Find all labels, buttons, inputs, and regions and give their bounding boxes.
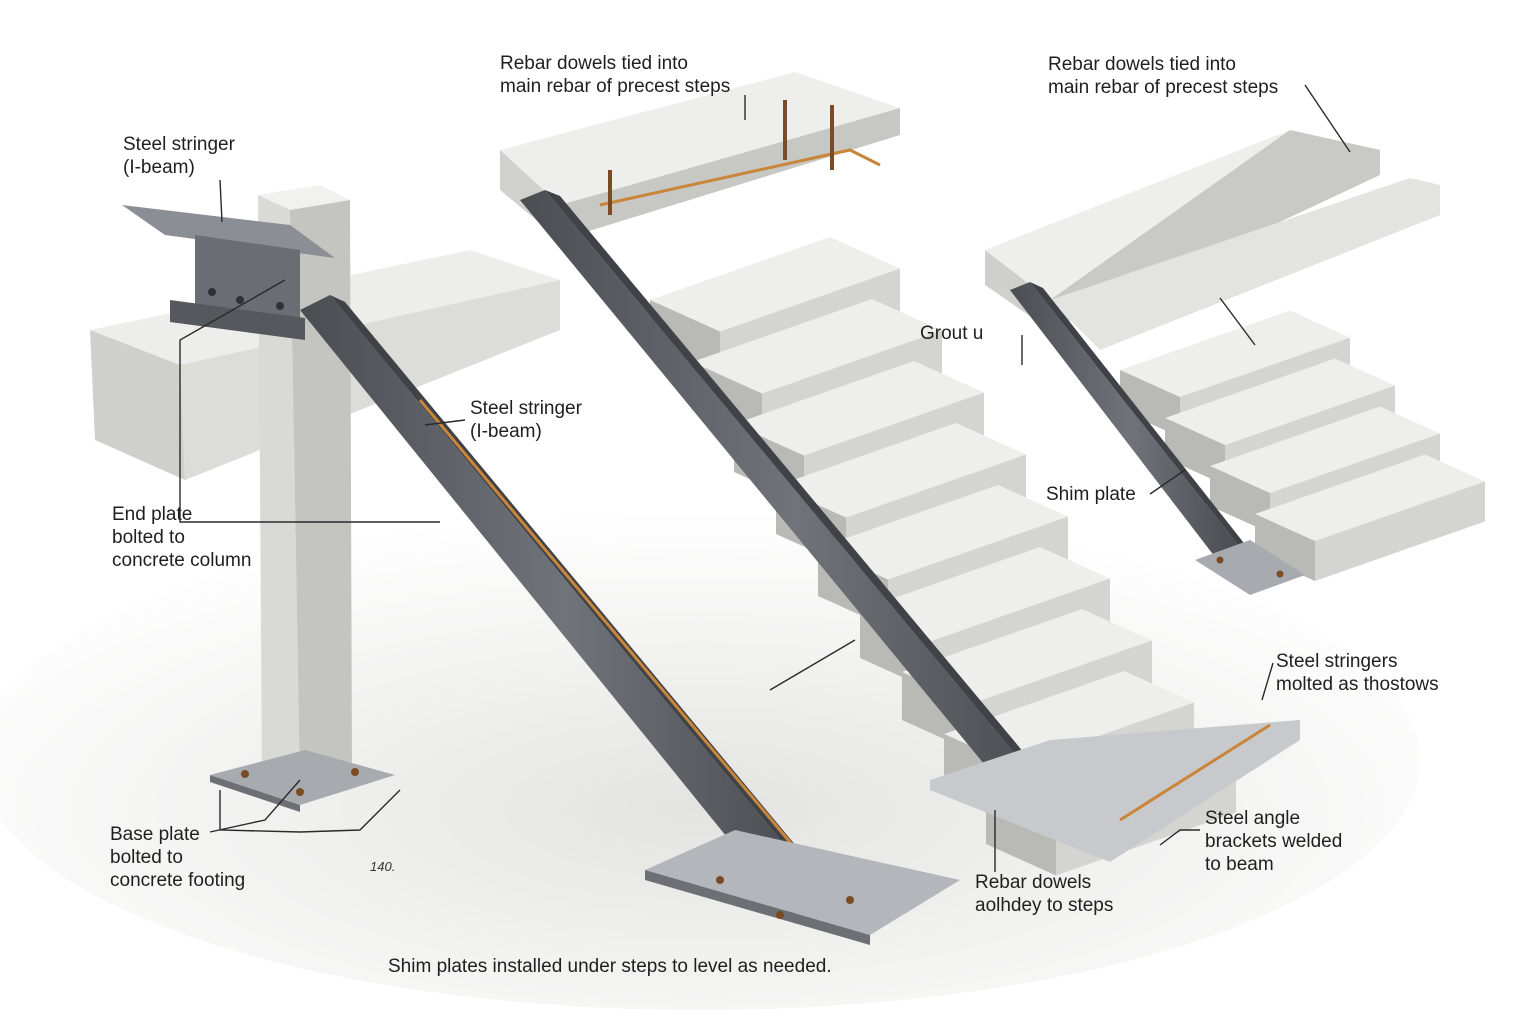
leader-lines [179,84,1351,872]
base-plate-bottom [645,830,960,945]
precast-steps-right [1120,310,1485,581]
center-step-6 [860,547,1110,642]
center-step-4 [776,423,1026,518]
leader-stringer-left [219,179,223,223]
label-dimension: 140. [370,859,396,874]
leader-end-plate [179,279,440,523]
right-step-4 [1255,514,1315,581]
right-step-4 [1315,481,1485,581]
leader-arrow-right [1219,297,1256,346]
base-plate-right [1195,540,1305,595]
center-step-2 [692,299,942,394]
leader-angle [1159,829,1200,846]
label-shim-plate: Shim plate [1046,484,1136,505]
right-step-1 [1120,310,1350,397]
right-step-4 [1255,454,1485,541]
leader-dim [219,789,401,833]
stringer-left-ibeam [300,295,845,915]
label-grout: Grout u [920,323,984,344]
center-step-5 [818,485,1068,580]
base-plate-center [930,720,1300,862]
leader-shim [1149,469,1186,495]
right-step-3 [1210,406,1440,493]
center-step-7 [902,609,1152,704]
right-step-2 [1165,358,1395,445]
stringer-center-ibeam [520,190,1085,832]
caption: Shim plates installed under steps to lev… [388,956,832,977]
leader-arrow-center [769,639,856,691]
leader-rebar-right [1304,84,1351,153]
center-step-3 [734,361,984,456]
stringer-right-ibeam [1010,282,1262,570]
leader-stringer-mid [424,419,466,426]
end-plate-bracket [122,205,335,340]
base-plate-left [210,750,395,812]
leader-stringers-bolted [1261,662,1274,701]
label-steel-stringer-left: Steel stringer(I-beam) [123,134,235,178]
label-steel-stringer-mid: Steel stringer(I-beam) [470,398,582,442]
landing-slab-right [985,130,1440,350]
leader-base-plate [209,779,301,833]
center-step-1 [650,237,900,332]
